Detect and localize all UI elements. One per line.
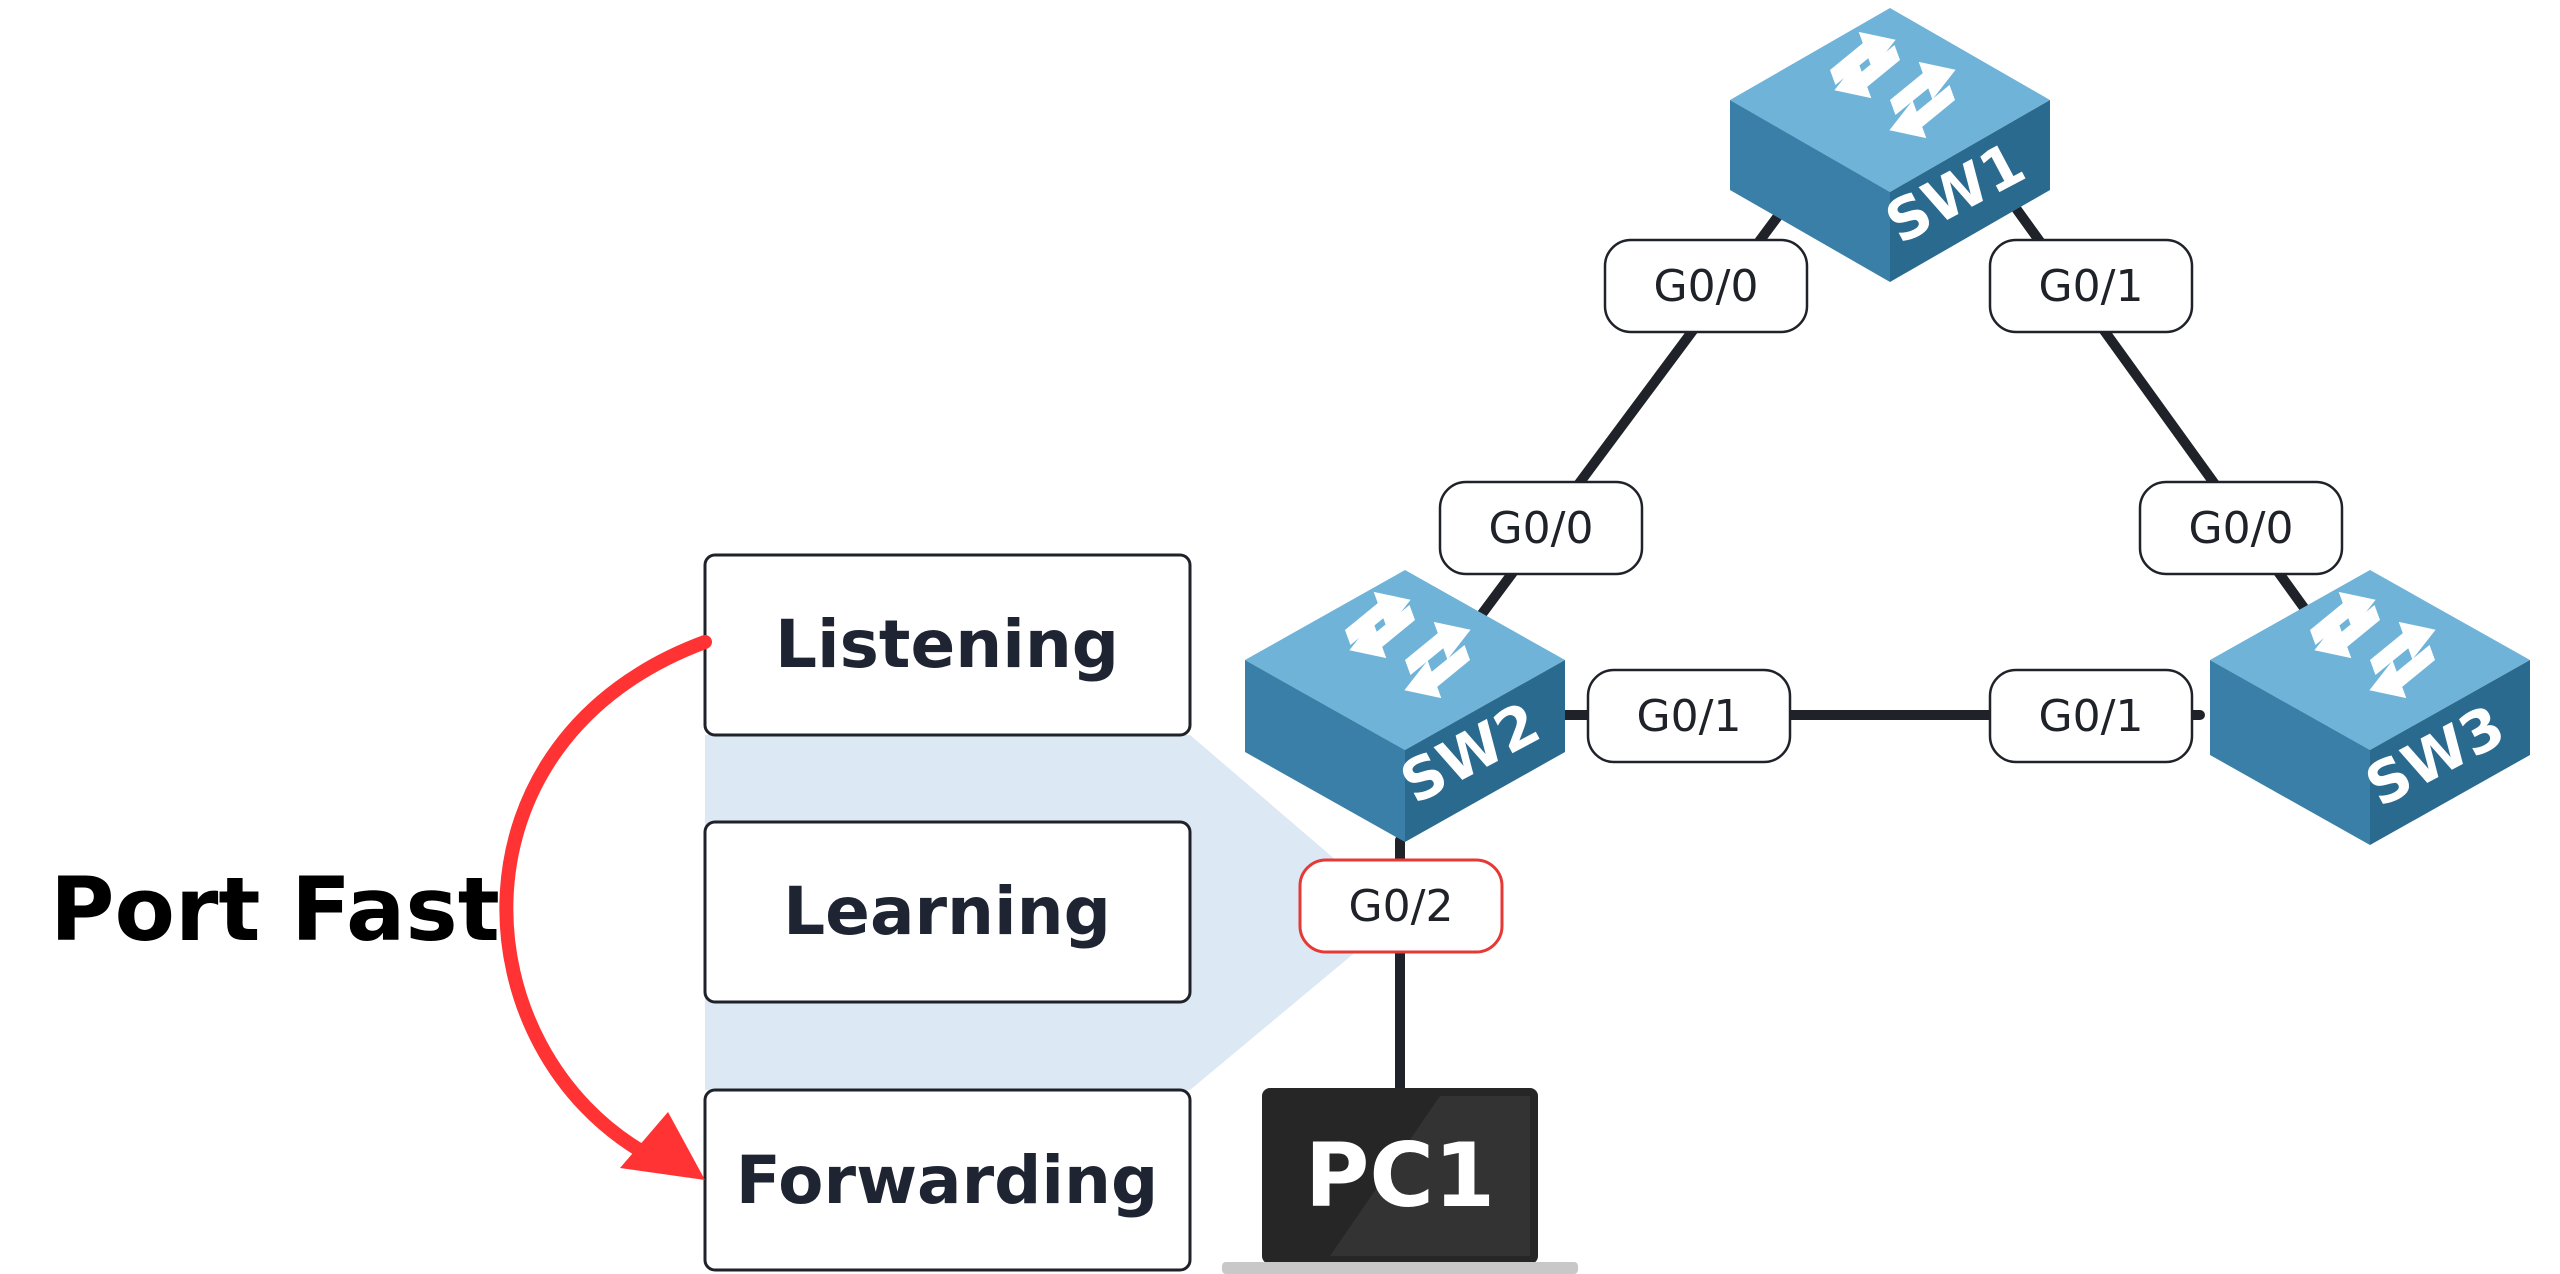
port-label-sw2-g0-1: G0/1 [1586,668,1792,764]
laptop-base [1222,1262,1578,1274]
svg-text:G0/0: G0/0 [2189,503,2294,554]
state-box-learning: Learning [703,820,1192,1004]
svg-text:G0/1: G0/1 [2039,261,2144,312]
port-label-sw3-g0-1: G0/1 [1988,668,2194,764]
portfast-arrowhead-icon [620,1112,705,1180]
state-box-forwarding: Forwarding [703,1088,1192,1272]
state-box-listening: Listening [703,553,1192,737]
laptop-pc1[interactable]: PC1 [1222,1088,1578,1274]
port-label-sw1-g0-0: G0/0 [1603,238,1809,334]
svg-text:G0/1: G0/1 [1637,691,1742,742]
port-label-sw2-g0-2: G0/2 [1298,858,1504,954]
port-fast-title: Port Fast [50,858,500,961]
svg-text:G0/0: G0/0 [1654,261,1759,312]
svg-text:G0/0: G0/0 [1489,503,1594,554]
switch-sw1[interactable]: SW1 [1730,8,2050,282]
svg-text:G0/1: G0/1 [2039,691,2144,742]
port-label-sw1-g0-1: G0/1 [1988,238,2194,334]
port-label-sw2-g0-0: G0/0 [1438,480,1644,576]
svg-text:Learning: Learning [783,873,1111,950]
svg-text:G0/2: G0/2 [1349,881,1454,932]
switch-sw2[interactable]: SW2 [1245,570,1565,842]
port-label-sw3-g0-0: G0/0 [2138,480,2344,576]
pc-label: PC1 [1305,1124,1495,1227]
portfast-arrow [499,635,712,1162]
svg-text:Listening: Listening [775,606,1119,683]
switch-sw3[interactable]: SW3 [2210,570,2530,845]
svg-text:Forwarding: Forwarding [736,1142,1158,1219]
laptop-screen-glare [1330,1096,1530,1256]
